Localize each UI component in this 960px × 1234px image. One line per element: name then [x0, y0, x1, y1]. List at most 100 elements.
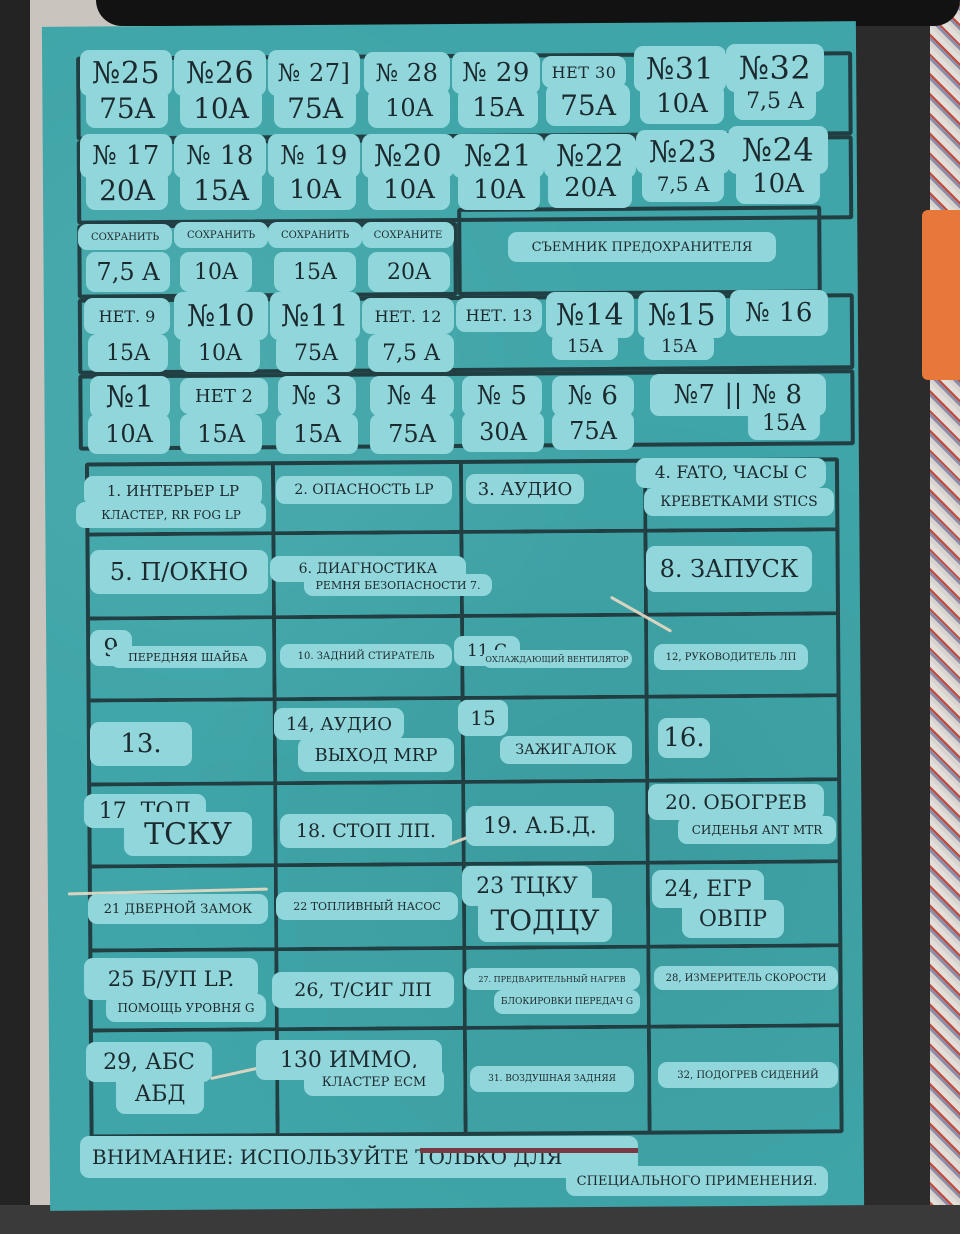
fuse-amp-label: 10A [88, 414, 170, 454]
circuit-label: ОВПР [682, 900, 784, 938]
circuit-label: 2. ОПАСНОСТЬ LP [276, 476, 452, 504]
fuse-amp-label: 10A [368, 88, 450, 128]
fuse-number-label: №31 [634, 46, 726, 92]
circuit-label: 28, ИЗМЕРИТЕЛЬ СКОРОСТИ [654, 966, 838, 990]
fuse-amp-label: 75A [552, 412, 634, 450]
fuse-number-label: №1 [90, 376, 170, 418]
fuse-amp-label: 15A [552, 332, 618, 360]
fuse-number-label: №15 [638, 292, 726, 338]
circuit-label: 10. ЗАДНИЙ СТИРАТЕЛЬ [280, 644, 452, 668]
circuit-label: РЕМНЯ БЕЗОПАСНОСТИ 7. [304, 574, 492, 596]
warning-text: СПЕЦИАЛЬНОГО ПРИМЕНЕНИЯ. [566, 1166, 828, 1196]
fuse-amp-label: 15A [274, 252, 356, 292]
circuit-label: ОХЛАЖДАЮЩИЙ ВЕНТИЛЯТОР [482, 650, 632, 668]
fuse-amp-label: 10A [180, 88, 262, 128]
circuit-label: 13. [90, 722, 192, 766]
fuse-number-label: № 5 [462, 376, 542, 416]
fuse-amp-label: 20A [368, 252, 450, 292]
fuse-number-label: № 4 [370, 376, 454, 416]
fuse-amp-label: 7,5 A [368, 334, 454, 372]
fuse-number-label: №10 [174, 292, 268, 340]
circuit-label: 8. ЗАПУСК [646, 546, 812, 592]
orange-object [922, 210, 960, 380]
circuit-label: 26, Т/СИГ ЛП [272, 972, 454, 1008]
fuse-reserve-label: СОХРАНИТЬ [78, 224, 172, 250]
fuse-amp-label: 75A [546, 84, 630, 126]
circuit-label: 19. А.Б.Д. [466, 806, 614, 846]
circuit-label: ТСКУ [124, 812, 252, 856]
circuit-label: 12, РУКОВОДИТЕЛЬ ЛП [654, 644, 808, 670]
circuit-label: ПЕРЕДНЯЯ ШАЙБА [110, 646, 266, 668]
circuit-label: 25 Б/УП LP. [84, 958, 258, 1000]
fuse-amp-label: 75A [370, 414, 454, 454]
phone-left-edge [0, 0, 30, 1234]
fuse-reserve-label: СОХРАНИТЬ [268, 222, 362, 248]
fuse-amp-label: 15A [180, 170, 262, 210]
circuit-label: 18. СТОП ЛП. [280, 814, 452, 848]
circuit-label: 3. АУДИО [466, 474, 584, 504]
fuse-number-label: №14 [546, 292, 634, 338]
fuse-amp-label: 30A [462, 412, 544, 452]
fuse-amp-label: 15A [458, 88, 538, 128]
fuse-amp-label: 20A [548, 168, 632, 208]
fuse-amp-label: 75A [86, 88, 168, 128]
fuse-number-label: НЕТ. 9 [84, 298, 170, 334]
circuit-label: 5. П/ОКНО [90, 550, 268, 594]
circuit-label: ТОДЦУ [478, 898, 612, 942]
fuse-number-label: НЕТ. 13 [456, 298, 542, 332]
fuse-amp-label: 75A [274, 88, 356, 128]
fuse-amp-label: 15A [276, 414, 358, 454]
circuit-label: ПОМОЩЬ УРОВНЯ G [106, 994, 266, 1022]
circuit-label: 1. ИНТЕРЬЕР LP [84, 476, 262, 506]
circuit-label: 27. ПРЕДВАРИТЕЛЬНЫЙ НАГРЕВ [464, 968, 640, 990]
strikethrough-mark [420, 1148, 638, 1153]
fuse-number-label: № 16 [730, 290, 828, 336]
circuit-label: 14, АУДИО [274, 708, 404, 740]
fuse-amp-label: 15A [88, 334, 168, 372]
fuse-number-label: НЕТ. 12 [362, 298, 454, 334]
circuit-label: КРЕВЕТКАМИ STICS [644, 488, 834, 516]
fuse-amp-label: 10A [736, 164, 820, 204]
fuse-amp-label: 20A [86, 170, 168, 210]
circuit-label: 16. [658, 718, 710, 758]
fuse-box-lid-frame [850, 20, 940, 1210]
fuse-number-label: НЕТ 30 [542, 56, 626, 88]
fuse-amp-label: 10A [368, 170, 450, 210]
circuit-label: БЛОКИРОВКИ ПЕРЕДАЧ G [494, 990, 640, 1014]
circuit-label: 6. ДИАГНОСТИКА [270, 556, 466, 582]
fuse-amp-label: 7,5 A [734, 82, 816, 120]
fuse-reserve-label: СОХРАНИТЕ [362, 222, 454, 248]
circuit-label: 32, ПОДОГРЕВ СИДЕНИЙ [658, 1062, 838, 1088]
circuit-label: 22 ТОПЛИВНЫЙ НАСОС [276, 892, 458, 920]
fuse-amp-label: 7,5 A [642, 166, 724, 202]
fuse-number-label: № 29 [452, 52, 540, 94]
fuse-amp-label: 15A [180, 414, 262, 454]
circuit-label: КЛАСТЕР ECM [304, 1068, 444, 1096]
fuse-amp-label: 10A [640, 84, 724, 124]
circuit-label: 21 ДВЕРНОЙ ЗАМОК [88, 894, 268, 924]
circuit-label: 4. FATO, ЧАСЫ С [636, 458, 826, 488]
circuit-label: 15 [458, 700, 508, 736]
fuse-number-label: №11 [270, 292, 360, 340]
fuse-number-label: №7 || № 8 [650, 374, 826, 416]
fuse-number-label: № 3 [278, 376, 356, 416]
fuse-number-label: № 28 [364, 52, 450, 94]
fuse-amp-label: 7,5 A [86, 252, 170, 292]
fuse-amp-label: 15A [644, 332, 714, 360]
warning-text: ВНИМАНИЕ: ИСПОЛЬЗУЙТЕ ТОЛЬКО ДЛЯ [80, 1136, 638, 1178]
circuit-label: АБД [116, 1074, 204, 1114]
fuse-amp-label: 75A [276, 334, 356, 372]
circuit-label: КЛАСТЕР, RR FOG LP [76, 502, 266, 528]
fuse-amp-label: 10A [274, 170, 356, 210]
fuse-amp-label: 15A [748, 406, 820, 440]
fuse-number-label: № 6 [552, 376, 634, 416]
fuse-puller-label: СЪЕМНИК ПРЕДОХРАНИТЕЛЯ [508, 232, 776, 262]
fuse-amp-label: 10A [180, 334, 260, 372]
fuse-number-label: НЕТ 2 [180, 378, 268, 414]
circuit-label: СИДЕНЬЯ ANT MTR [678, 816, 836, 844]
fuse-reserve-label: СОХРАНИТЬ [174, 222, 268, 248]
circuit-label: 31. ВОЗДУШНАЯ ЗАДНЯЯ [470, 1066, 634, 1092]
fuse-amp-label: 10A [458, 170, 540, 210]
background-fabric [930, 0, 960, 1234]
fuse-amp-label: 10A [180, 252, 252, 292]
